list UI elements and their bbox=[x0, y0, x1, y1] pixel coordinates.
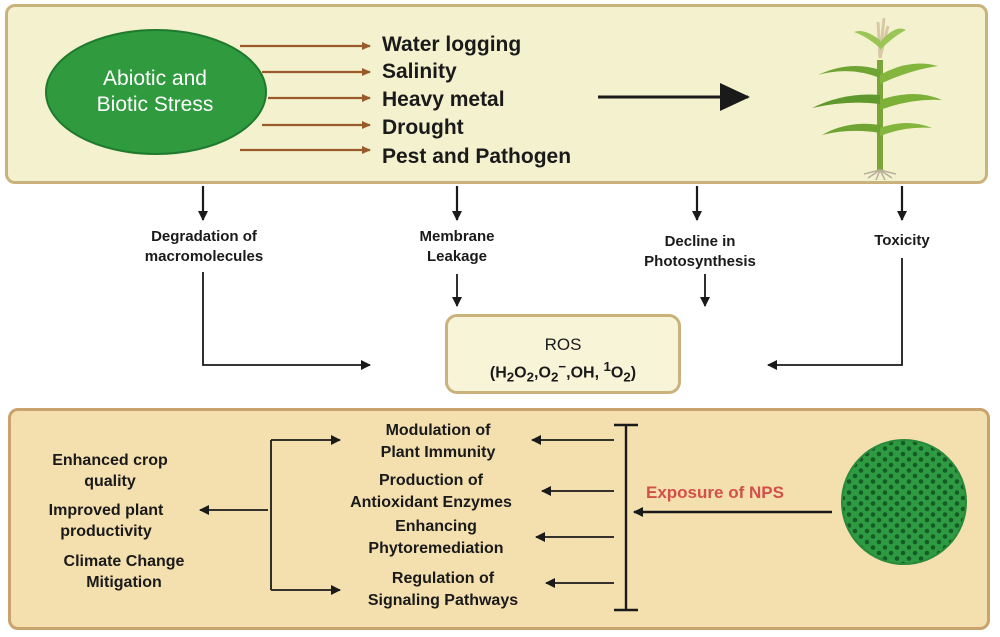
stress-source-label: Abiotic and Biotic Stress bbox=[96, 67, 214, 116]
ros-arrows bbox=[202, 258, 903, 370]
ros-formula: (H2O2,O2−,OH, 1O2) bbox=[489, 359, 637, 385]
stressor-item: Pest and Pathogen bbox=[382, 145, 572, 168]
stressor-item: Drought bbox=[382, 116, 464, 139]
response-arrows bbox=[531, 435, 614, 588]
stressor-arrows bbox=[240, 42, 371, 154]
stress-ellipse bbox=[45, 29, 267, 155]
nps-panel bbox=[8, 408, 990, 630]
nps-bar bbox=[614, 423, 638, 612]
nanoparticle-sphere-icon bbox=[841, 439, 967, 565]
stressor-item: Heavy metal bbox=[382, 88, 505, 111]
ros-box: ROS (H2O2,O2−,OH, 1O2) bbox=[445, 314, 681, 394]
stressor-item: Water logging bbox=[382, 33, 522, 56]
nps-exposure-label: Exposure of NPS bbox=[646, 483, 784, 502]
effect-arrows bbox=[198, 186, 907, 221]
ros-title: ROS bbox=[544, 335, 582, 354]
response-bracket bbox=[199, 435, 341, 595]
stressor-item: Salinity bbox=[382, 60, 457, 83]
effect-toxicity: Toxicity bbox=[874, 232, 930, 249]
corn-plant-icon bbox=[812, 17, 942, 181]
